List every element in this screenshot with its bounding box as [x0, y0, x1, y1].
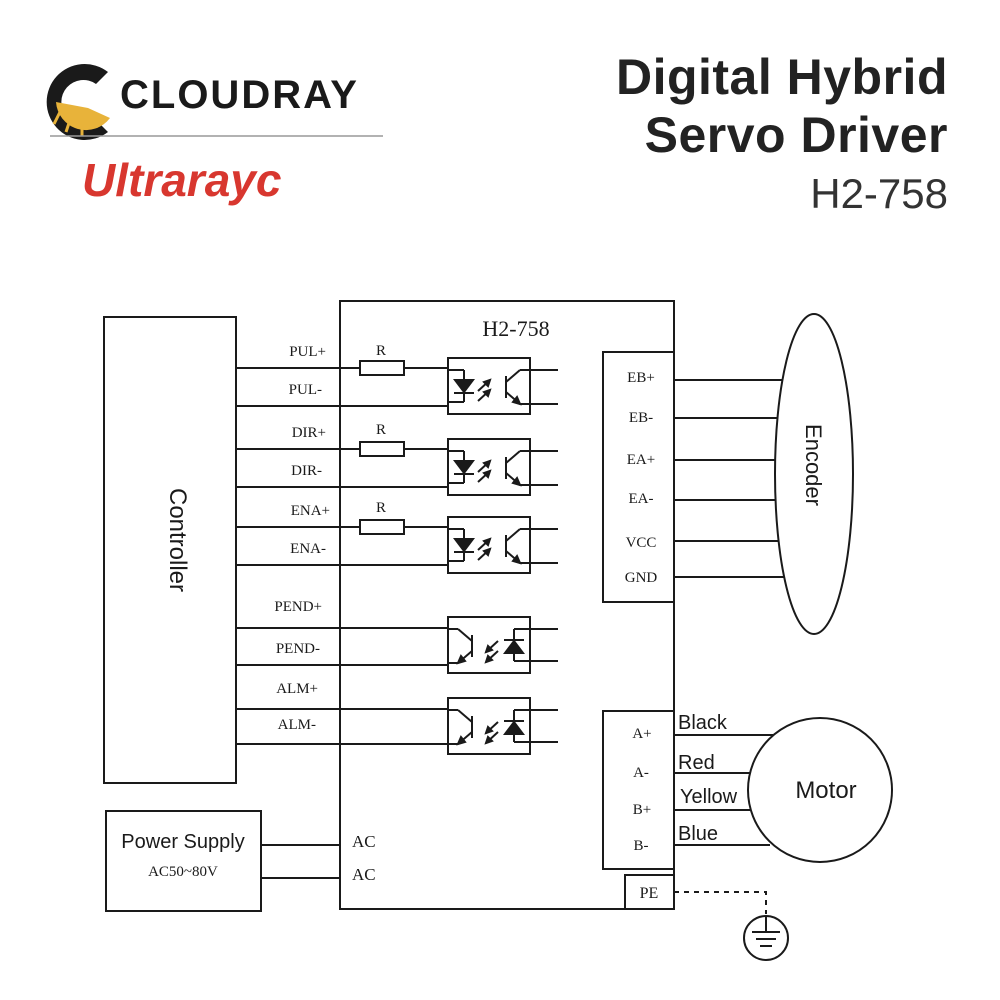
optocoupler-pul: [447, 357, 559, 415]
signal-label-alm-minus: ALM-: [278, 717, 316, 733]
optocoupler-pend: [447, 616, 559, 674]
controller-label: Controller: [164, 488, 191, 592]
signal-label-dir-minus: DIR-: [291, 463, 322, 479]
motor-pin-b-minus: B-: [634, 838, 649, 854]
resistor-label-pul: R: [376, 343, 386, 359]
resistor-label-dir: R: [376, 422, 386, 438]
ground-icon: [743, 915, 789, 961]
resistor-label-ena: R: [376, 500, 386, 516]
motor-pin-b-plus: B+: [633, 802, 651, 818]
cloudray-logo: CLOUDRAY: [46, 64, 359, 140]
ac-terminal-1: AC: [352, 832, 376, 851]
optocoupler-ena: [447, 516, 559, 574]
signal-label-pend-minus: PEND-: [276, 641, 320, 657]
encoder-ellipse: [774, 313, 854, 635]
signal-label-pul-minus: PUL-: [289, 382, 322, 398]
power-supply-title: Power Supply: [121, 831, 244, 853]
encoder-wires: [674, 379, 786, 578]
power-wires: [261, 844, 340, 879]
wire-color-blue: Blue: [678, 823, 718, 845]
motor-wires: [674, 734, 773, 846]
ultrarayc-wordmark: Ultrarayc: [82, 154, 281, 206]
encoder-pin-gnd: GND: [625, 570, 658, 586]
motor-circle: [747, 717, 893, 863]
power-supply-rating: AC50~80V: [148, 864, 218, 880]
encoder-pin-vcc: VCC: [626, 535, 657, 551]
driver-label: H2-758: [482, 316, 549, 341]
wire-color-red: Red: [678, 752, 715, 774]
motor-terminal-block: [602, 710, 675, 870]
title-line-2: Servo Driver: [644, 107, 948, 163]
motor-label: Motor: [795, 777, 856, 804]
motor-pin-a-minus: A-: [633, 765, 649, 781]
encoder-label: Encoder: [801, 424, 826, 506]
ac-terminal-2: AC: [352, 865, 376, 884]
optocoupler-alm: [447, 697, 559, 755]
controller-box: [103, 316, 237, 784]
pe-label: PE: [640, 885, 659, 902]
model-number: H2-758: [810, 170, 948, 217]
product-title: Digital Hybrid Servo Driver H2-758: [616, 48, 948, 224]
encoder-pin-ea-plus: EA+: [627, 452, 655, 468]
signal-label-alm-plus: ALM+: [276, 681, 318, 697]
signal-label-ena-plus: ENA+: [291, 503, 330, 519]
encoder-pin-eb-minus: EB-: [629, 410, 653, 426]
wire-color-black: Black: [678, 712, 728, 734]
title-line-1: Digital Hybrid: [615, 49, 948, 105]
cloudray-wordmark: CLOUDRAY: [120, 73, 359, 117]
power-supply-box: [105, 810, 262, 912]
wire-color-yellow: Yellow: [680, 786, 738, 808]
driver-box: [339, 300, 675, 910]
encoder-terminal-block: [602, 351, 675, 603]
signal-label-pul-plus: PUL+: [289, 344, 326, 360]
motor-pin-a-plus: A+: [632, 726, 651, 742]
signal-label-ena-minus: ENA-: [290, 541, 326, 557]
ultrarayc-logo: Ultrarayc: [82, 154, 281, 206]
input-signal-wires: [236, 360, 448, 745]
encoder-pin-ea-minus: EA-: [629, 491, 654, 507]
encoder-pin-eb-plus: EB+: [627, 370, 655, 386]
pe-ground-wire: [674, 891, 767, 914]
optocoupler-dir: [447, 438, 559, 496]
cloudray-c-emblem: [46, 64, 108, 140]
signal-label-pend-plus: PEND+: [274, 599, 322, 615]
signal-label-dir-plus: DIR+: [292, 425, 326, 441]
